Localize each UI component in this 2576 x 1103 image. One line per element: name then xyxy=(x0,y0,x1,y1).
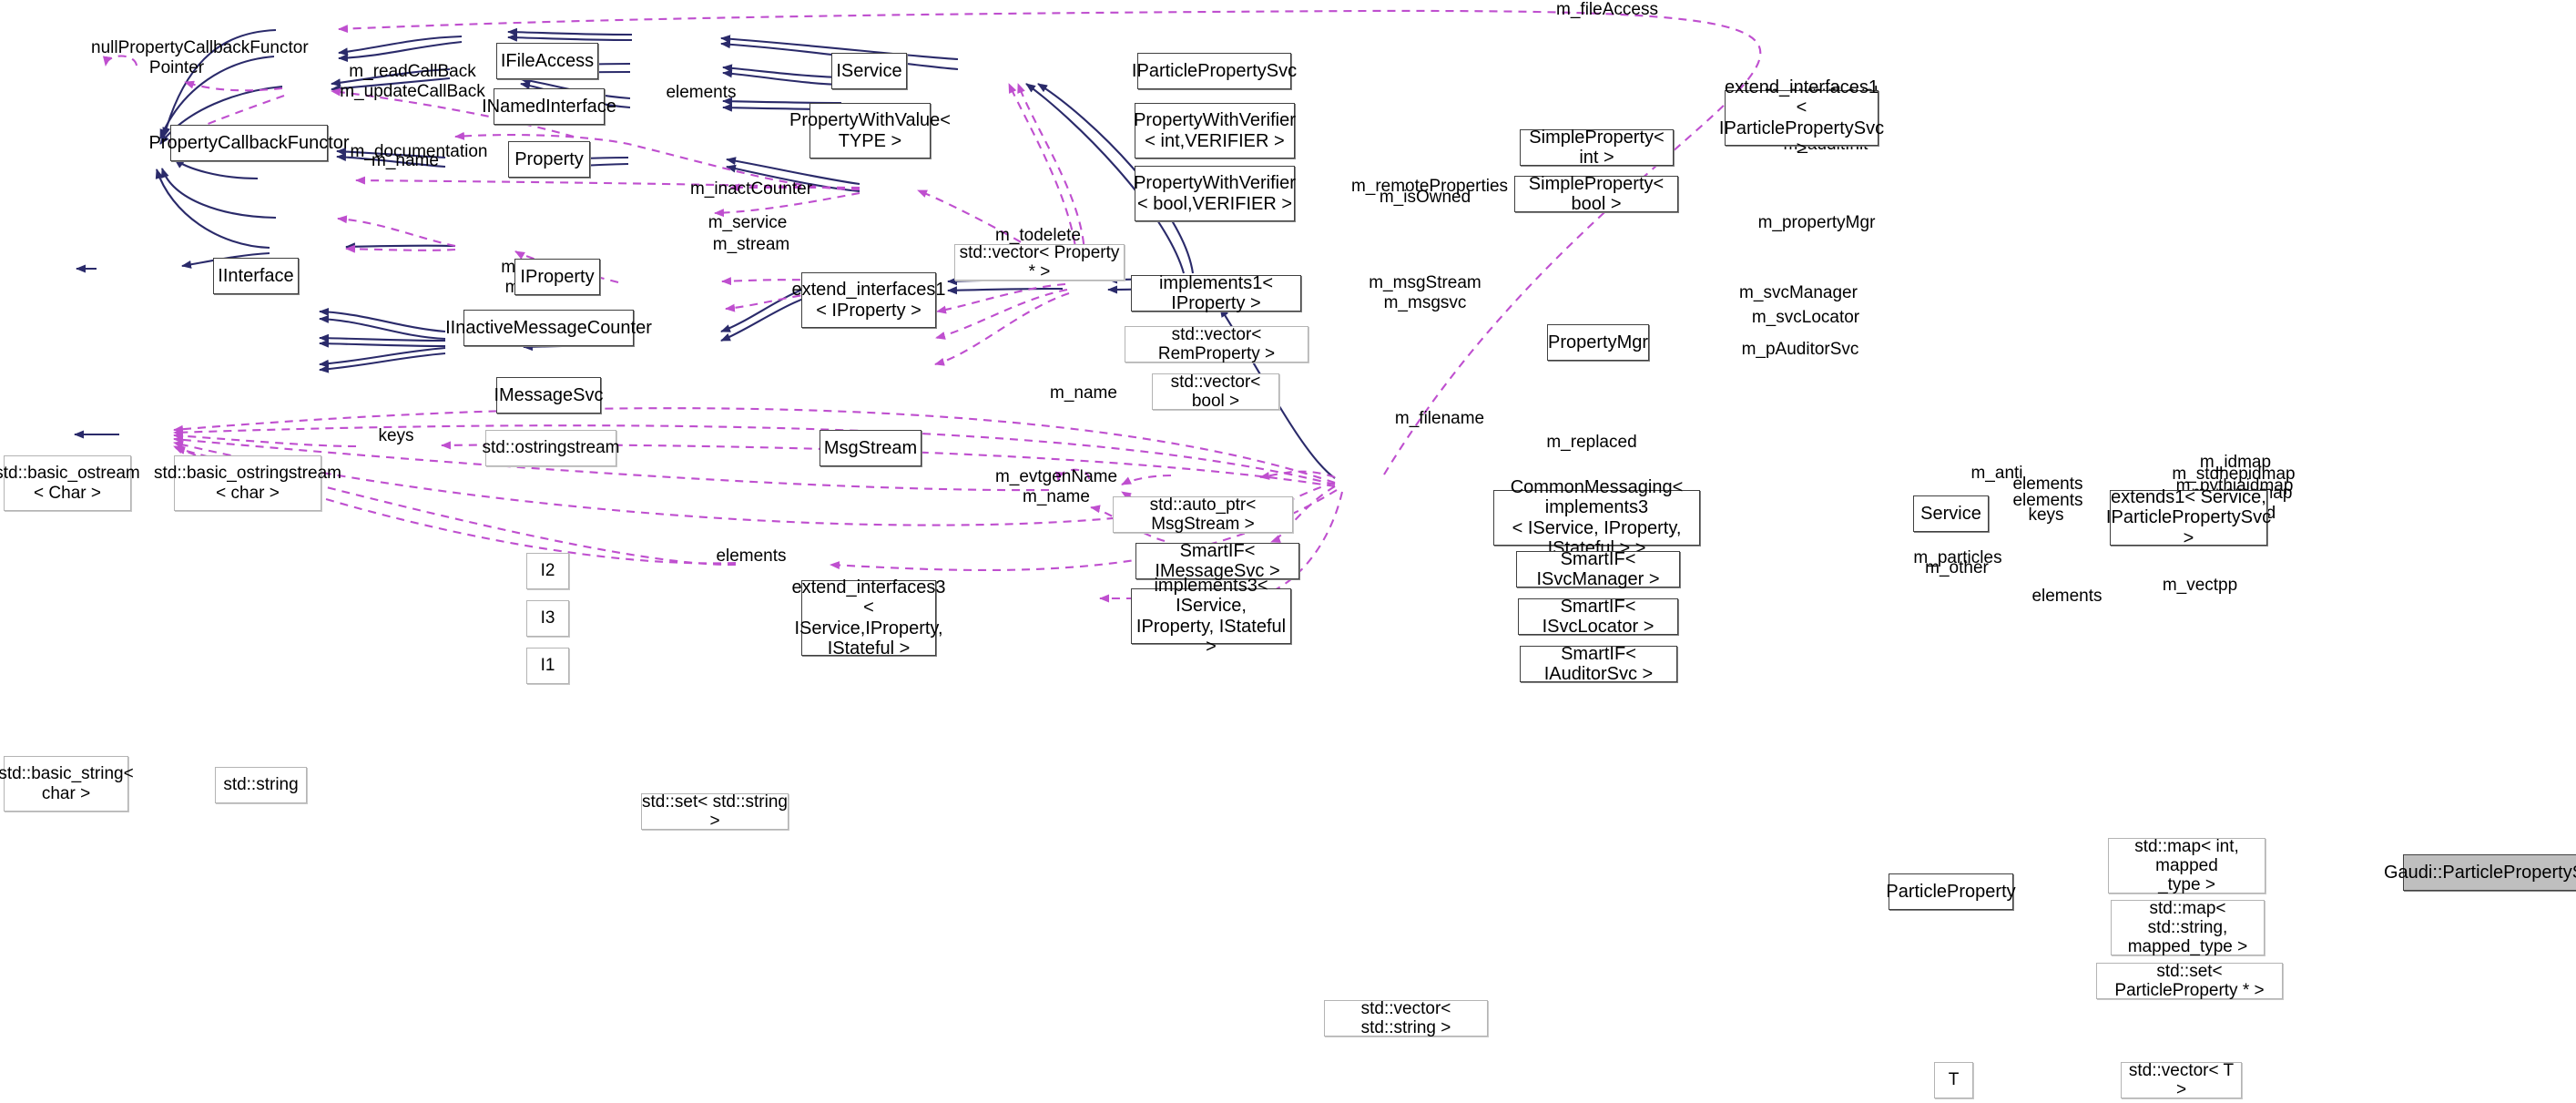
node-smartif-imsgsvc[interactable]: SmartIF< IMessageSvc > xyxy=(1135,541,1299,581)
node-propertymgr[interactable]: PropertyMgr xyxy=(1547,324,1649,361)
edge-label-elements-prop: elements xyxy=(666,83,737,102)
node-iparticlepropsvc[interactable]: IParticlePropertySvc xyxy=(1132,53,1297,89)
node-service[interactable]: Service xyxy=(1913,495,1989,532)
edge-label-stdhepidmap: m_stdhepidmap xyxy=(2172,465,2296,484)
edge-label-pauditorsvc: m_pAuditorSvc xyxy=(1741,340,1859,359)
node-iservice[interactable]: IService xyxy=(831,53,907,89)
node-set-particleprop[interactable]: std::set< ParticleProperty * > xyxy=(2096,962,2283,1000)
node-vec-string[interactable]: std::vector< std::string > xyxy=(1324,999,1488,1037)
node-smartif-isvcmgr[interactable]: SmartIF< ISvcManager > xyxy=(1516,549,1680,589)
node-simpleprop-bool[interactable]: SimpleProperty< bool > xyxy=(1514,174,1678,214)
edge-label-propertymgr: m_propertyMgr xyxy=(1757,213,1876,232)
node-property[interactable]: Property xyxy=(508,141,590,178)
node-vec-T[interactable]: std::vector< T > xyxy=(2121,1061,2242,1099)
edge-label-fileaccess: m_fileAccess xyxy=(1556,0,1658,19)
edge-label-keys-str: keys xyxy=(378,426,414,445)
edge-label-stream: m_stream xyxy=(712,235,790,254)
node-msgstream[interactable]: MsgStream xyxy=(820,430,921,466)
node-implements1-iprop[interactable]: implements1< IProperty > xyxy=(1131,273,1301,313)
node-basicstring[interactable]: std::basic_string< char > xyxy=(0,756,134,812)
node-autoptr-msgstream[interactable]: std::auto_ptr< MsgStream > xyxy=(1113,495,1293,534)
edge-label-anti: m_anti xyxy=(1970,464,2023,483)
edge-label-elements-vecstr: elements xyxy=(716,546,787,566)
edge-label-svclocator: m_svcLocator xyxy=(1751,308,1860,327)
edge-label-replaced: m_replaced xyxy=(1546,433,1637,452)
node-basicostream[interactable]: std::basic_ostream < Char > xyxy=(0,455,140,511)
edge-label-isowned: m_isOwned xyxy=(1379,188,1471,207)
node-propcbfunctor[interactable]: PropertyCallbackFunctor xyxy=(148,125,350,161)
node-inamedinterface[interactable]: INamedInterface xyxy=(482,88,616,125)
node-i1[interactable]: I1 xyxy=(526,648,569,684)
edge-label-elements-map2: elements xyxy=(2012,491,2083,510)
node-smartif-iauditor[interactable]: SmartIF< IAuditorSvc > xyxy=(1520,644,1677,684)
node-extendif1-iprop[interactable]: extend_interfaces1 < IProperty > xyxy=(792,272,946,328)
edge-label-vectpp: m_vectpp xyxy=(2162,576,2238,595)
node-extendif3[interactable]: extend_interfaces3 < IService,IProperty,… xyxy=(791,577,946,659)
node-ifileaccess[interactable]: IFileAccess xyxy=(496,43,598,79)
edge-label-msgstream-svc: m_msgStream m_msgsvc xyxy=(1369,273,1481,312)
node-smartif-isvcloc[interactable]: SmartIF< ISvcLocator > xyxy=(1518,597,1678,637)
edge-label-elements-T: elements xyxy=(2031,587,2103,606)
node-vec-bool[interactable]: std::vector< bool > xyxy=(1152,373,1279,411)
node-stdstring[interactable]: std::string xyxy=(215,767,307,803)
edge-label-elements-map1: elements xyxy=(2012,475,2083,494)
edge-label-filename: m_filename xyxy=(1394,409,1485,428)
node-map-int[interactable]: std::map< int, mapped _type > xyxy=(2108,837,2265,894)
node-commonmessaging[interactable]: CommonMessaging< implements3 < IService,… xyxy=(1493,477,1700,558)
node-vec-remproperty[interactable]: std::vector< RemProperty > xyxy=(1125,325,1308,363)
edge-label-inactcounter: m_inactCounter xyxy=(689,179,813,199)
node-particleproperty[interactable]: ParticleProperty xyxy=(1886,873,2016,910)
edge-label-name-mid: m_name xyxy=(1050,383,1117,403)
node-gaudi-pps[interactable]: Gaudi::ParticlePropertySvc xyxy=(2384,854,2576,891)
edge-label-svcmanager: m_svcManager xyxy=(1739,283,1858,302)
node-extends1-svc[interactable]: extends1< Service, IParticlePropertySvc … xyxy=(2105,486,2272,548)
edge-label-keys-map: keys xyxy=(2028,506,2064,525)
node-basicostringstream[interactable]: std::basic_ostringstream < char > xyxy=(154,455,341,511)
node-implements3[interactable]: implements3< IService, IProperty, IState… xyxy=(1131,576,1291,657)
edge-label-name-iface: m_name xyxy=(372,151,439,170)
edge-label-particles: m_particles xyxy=(1913,548,2002,567)
node-map-string[interactable]: std::map< std::string, mapped_type > xyxy=(2111,899,2265,956)
node-T[interactable]: T xyxy=(1934,1062,1973,1098)
node-iinterface[interactable]: IInterface xyxy=(213,258,299,294)
node-vec-property-ptr[interactable]: std::vector< Property * > xyxy=(954,243,1125,281)
node-propwithverif-bool[interactable]: PropertyWithVerifier < bool,VERIFIER > xyxy=(1134,166,1296,221)
edge-label-other: m_other xyxy=(1925,558,1989,577)
edge-label-nullpcf: nullPropertyCallbackFunctor Pointer xyxy=(91,38,309,77)
node-i2[interactable]: I2 xyxy=(526,553,569,589)
node-ostringstream[interactable]: std::ostringstream xyxy=(483,430,620,466)
node-imessagesvc[interactable]: IMessageSvc xyxy=(494,377,604,414)
edge-label-evtgenname: m_evtgenName m_name xyxy=(994,467,1118,506)
node-iinactivemsg[interactable]: IInactiveMessageCounter xyxy=(445,310,652,346)
edge-label-idmap: m_idmap xyxy=(2199,453,2272,472)
node-set-string[interactable]: std::set< std::string > xyxy=(641,792,789,831)
node-i3[interactable]: I3 xyxy=(526,600,569,637)
edge-label-service-lbl: m_service xyxy=(708,213,788,232)
node-simpleprop-int[interactable]: SimpleProperty< int > xyxy=(1520,128,1674,168)
node-propwithverif-int[interactable]: PropertyWithVerifier < int,VERIFIER > xyxy=(1134,103,1296,158)
edge-label-callbacks: m_readCallBack m_updateCallBack xyxy=(340,62,485,101)
node-iproperty[interactable]: IProperty xyxy=(514,259,600,295)
node-propwithvalue[interactable]: PropertyWithValue< TYPE > xyxy=(789,103,951,158)
node-extendif1-ipps[interactable]: extend_interfaces1 < IParticlePropertySv… xyxy=(1718,77,1885,158)
